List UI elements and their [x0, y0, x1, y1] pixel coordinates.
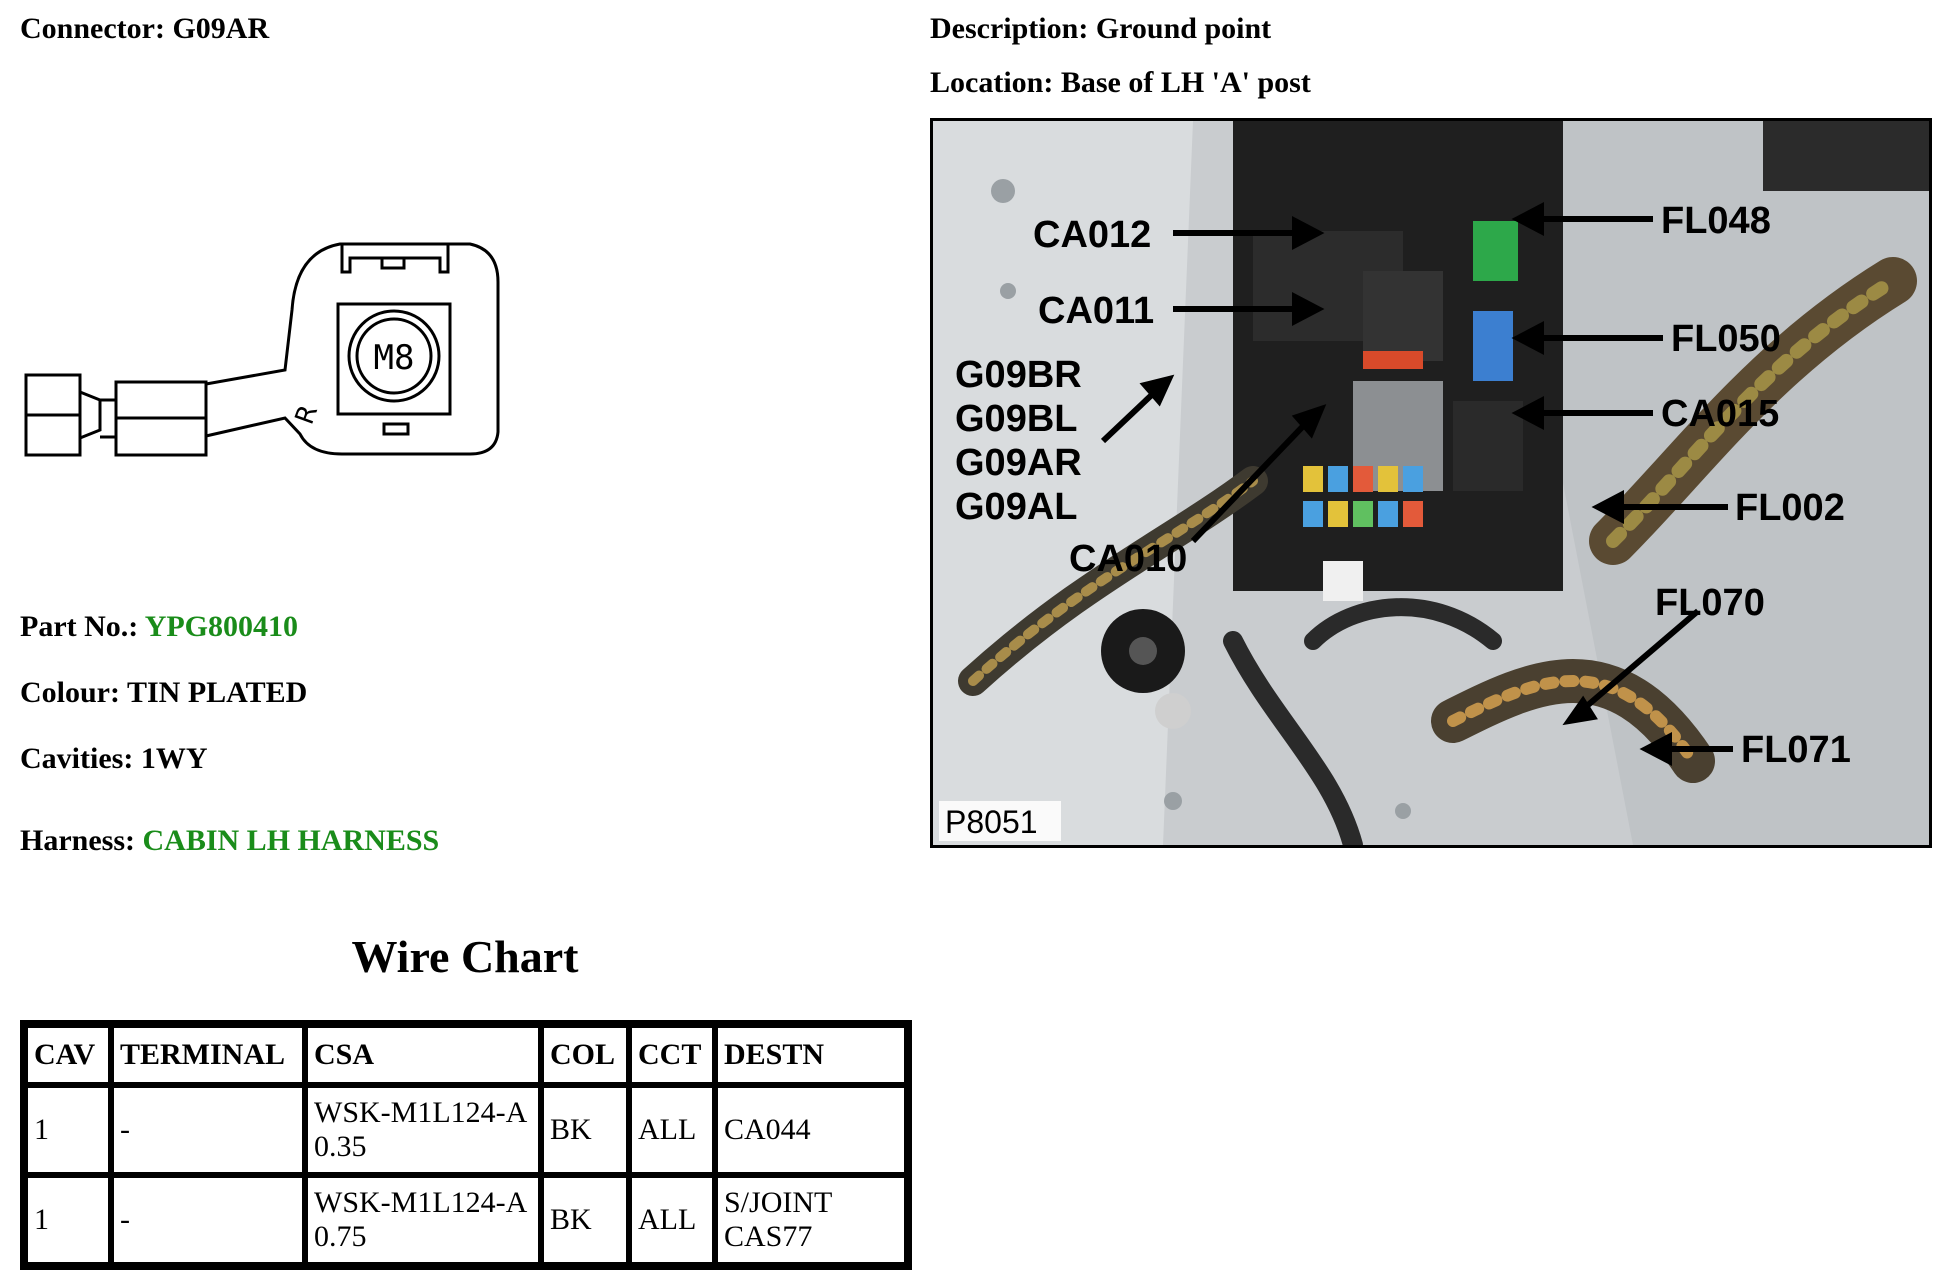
part-no-label: Part No.:	[20, 610, 139, 643]
description-label: Description:	[930, 12, 1089, 45]
callout-fl002: FL002	[1735, 487, 1845, 529]
harness-label: Harness:	[20, 824, 135, 857]
header-cct: CCT	[629, 1025, 715, 1085]
header-destn: DESTN	[715, 1025, 907, 1085]
cell-csa: WSK-M1L124-A 0.35	[305, 1085, 541, 1175]
table-header-row: CAV TERMINAL CSA COL CCT DESTN	[25, 1025, 907, 1085]
cell-terminal: -	[111, 1175, 305, 1265]
header-csa: CSA	[305, 1025, 541, 1085]
connector-drawing: M8 R	[24, 242, 500, 457]
stud-washer	[347, 309, 441, 403]
harness-value[interactable]: CABIN LH HARNESS	[142, 824, 440, 857]
stud-size-label: M8	[374, 338, 415, 378]
wire-chart-table: CAV TERMINAL CSA COL CCT DESTN 1 - WSK-M…	[20, 1020, 912, 1270]
cell-terminal: -	[111, 1085, 305, 1175]
colour-field: Colour: TIN PLATED	[20, 676, 307, 710]
cavities-label: Cavities:	[20, 742, 134, 775]
cell-col: BK	[541, 1085, 629, 1175]
cell-cct: ALL	[629, 1085, 715, 1175]
callout-fl071: FL071	[1741, 729, 1851, 771]
callout-fl048: FL048	[1661, 200, 1771, 242]
photo-ref: P8051	[945, 804, 1038, 840]
cell-cct: ALL	[629, 1175, 715, 1265]
description-value: Ground point	[1095, 12, 1272, 45]
connector-field: Connector: G09AR	[20, 12, 269, 46]
cell-destn: CA044	[715, 1085, 907, 1175]
callout-fl070: FL070	[1655, 582, 1765, 624]
cell-col: BK	[541, 1175, 629, 1265]
cell-cav: 1	[25, 1085, 111, 1175]
stud-housing	[336, 302, 452, 416]
location-field: Location: Base of LH 'A' post	[930, 66, 1311, 100]
callout-ca012: CA012	[1033, 214, 1151, 256]
cell-csa: WSK-M1L124-A 0.75	[305, 1175, 541, 1265]
callout-g09bl: G09BL	[955, 398, 1077, 440]
callout-ca015: CA015	[1661, 393, 1779, 435]
header-cav: CAV	[25, 1025, 111, 1085]
harness-field: Harness: CABIN LH HARNESS	[20, 824, 439, 858]
wire-chart-title: Wire Chart	[351, 931, 579, 982]
connector-label: Connector:	[20, 12, 165, 45]
table-row: 1 - WSK-M1L124-A 0.75 BK ALL S/JOINT CAS…	[25, 1175, 907, 1265]
location-label: Location:	[930, 66, 1054, 99]
location-photo: CA012 CA011 G09BR G09BL G09AR G09AL CA01…	[930, 118, 1932, 848]
cell-cav: 1	[25, 1175, 111, 1265]
callout-ca010: CA010	[1069, 538, 1187, 580]
part-no-field: Part No.: YPG800410	[20, 610, 298, 644]
terminal-body	[205, 242, 500, 456]
description-field: Description: Ground point	[930, 12, 1271, 46]
part-no-value[interactable]: YPG800410	[144, 610, 299, 643]
cavities-field: Cavities: 1WY	[20, 742, 207, 776]
cavities-value: 1WY	[140, 742, 208, 775]
side-mark: R	[290, 401, 324, 428]
callout-g09al: G09AL	[955, 486, 1077, 528]
location-value: Base of LH 'A' post	[1060, 66, 1311, 99]
callout-g09ar: G09AR	[955, 442, 1082, 484]
callout-ca011: CA011	[1038, 290, 1154, 332]
header-terminal: TERMINAL	[111, 1025, 305, 1085]
cell-destn: S/JOINT CAS77	[715, 1175, 907, 1265]
cable-neck	[79, 390, 102, 440]
colour-value: TIN PLATED	[126, 676, 308, 709]
header-col: COL	[541, 1025, 629, 1085]
connector-value: G09AR	[172, 12, 270, 45]
colour-label: Colour:	[20, 676, 120, 709]
callout-fl050: FL050	[1671, 318, 1781, 360]
callout-g09br: G09BR	[955, 354, 1082, 396]
table-row: 1 - WSK-M1L124-A 0.35 BK ALL CA044	[25, 1085, 907, 1175]
